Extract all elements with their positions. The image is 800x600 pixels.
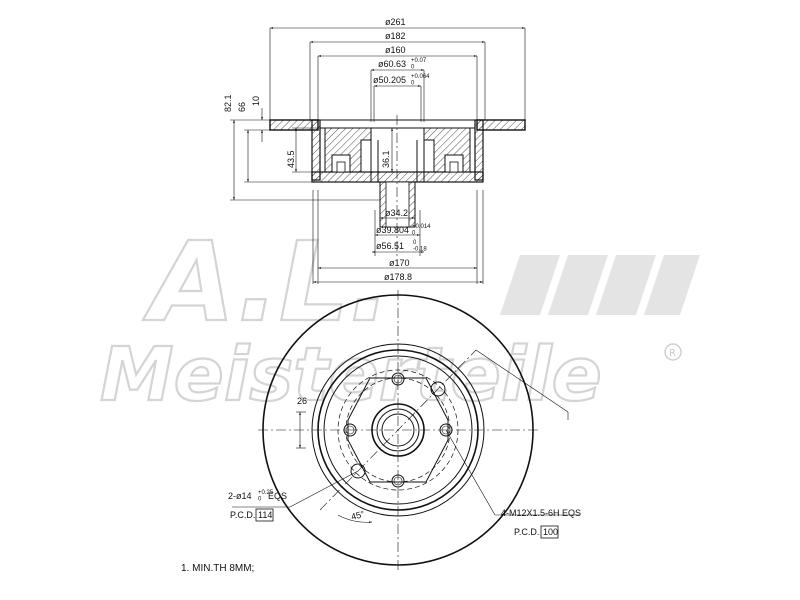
dim-d182: ø182 <box>385 31 406 41</box>
watermark-stripes-icon <box>500 255 700 315</box>
dim-h82-1: 82.1 <box>223 94 233 112</box>
center-bore-mid <box>376 408 420 452</box>
dim-d56-51-tol: 0-0.18 <box>413 240 427 253</box>
dim-h10: 10 <box>251 96 261 106</box>
registered-mark-icon: R <box>664 343 682 361</box>
dim-26: 26 <box>297 396 307 406</box>
min-thickness-note: 1. MIN.TH 8MM; <box>181 563 254 574</box>
watermark-brand-text: Meisterteile <box>100 332 602 418</box>
pcd-right-label: P.C.D. <box>514 527 539 537</box>
hat-inner <box>323 355 473 505</box>
disc-section <box>269 115 526 260</box>
dim-d56-51: ø56.51 <box>376 241 404 251</box>
dim-d170: ø170 <box>389 258 410 268</box>
dim-d160: ø160 <box>385 45 406 55</box>
dim-d178-8: ø178.8 <box>384 272 412 282</box>
angle-45: 45° <box>350 509 366 522</box>
dim-h66: 66 <box>237 102 247 112</box>
dim-d39-804: ø39.804 <box>376 225 409 235</box>
pcd-right-value: 100 <box>543 527 558 537</box>
holes-suffix: EQS <box>268 491 287 501</box>
threads-annotation: 4-M12X1.5-6H EQS P.C.D. 100 <box>501 508 581 539</box>
pcd-left-value: 114 <box>258 510 272 520</box>
front-view: 26 45° <box>232 290 580 572</box>
dim-d50-205: ø50.205 <box>373 75 406 85</box>
dim-h43-5: 43.5 <box>286 150 296 168</box>
threads-note: 4-M12X1.5-6H EQS <box>501 508 581 518</box>
holes-note: 2-ø14 <box>228 491 252 501</box>
dim-d60-63: ø60.63 <box>378 59 406 69</box>
center-bore-inner <box>381 413 415 447</box>
dim-d261: ø261 <box>385 17 406 27</box>
dim-d34-2: ø34.2 <box>385 208 408 218</box>
locating-hole-lower-left <box>350 463 366 479</box>
locating-hole-upper-right <box>430 381 446 397</box>
dim-h36-1: 36.1 <box>381 150 391 168</box>
pcd-left-label: P.C.D. <box>230 510 255 520</box>
registered-mark-letter: R <box>669 348 676 359</box>
